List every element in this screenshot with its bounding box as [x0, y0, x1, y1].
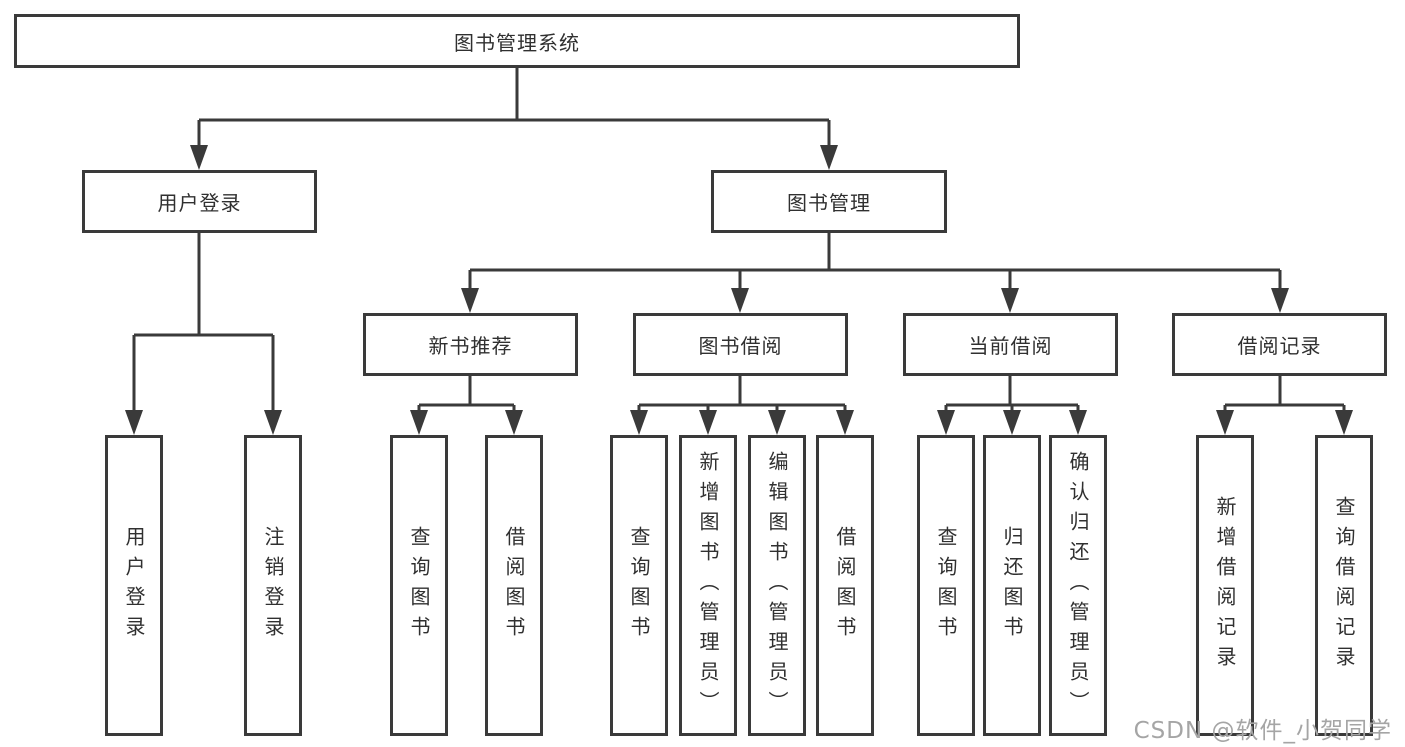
node-new-book-recommendation: 新书推荐 — [363, 313, 578, 376]
leaf-user-login: 用户登录 — [105, 435, 163, 736]
node-user-login: 用户登录 — [82, 170, 317, 233]
csdn-watermark: CSDN @软件_小贺同学 — [1133, 718, 1392, 744]
leaf-borrow-books-recommendation: 借阅图书 — [485, 435, 543, 736]
leaf-query-books-current: 查询图书 — [917, 435, 975, 736]
leaf-query-books-recommendation: 查询图书 — [390, 435, 448, 736]
node-book-borrowing: 图书借阅 — [633, 313, 848, 376]
node-book-management: 图书管理 — [711, 170, 947, 233]
leaf-query-borrow-record: 查询借阅记录 — [1315, 435, 1373, 736]
node-borrowing-records: 借阅记录 — [1172, 313, 1387, 376]
leaf-logout: 注销登录 — [244, 435, 302, 736]
leaf-add-book-admin: 新增图书（管理员） — [679, 435, 737, 736]
leaf-edit-book-admin: 编辑图书（管理员） — [748, 435, 806, 736]
leaf-return-books: 归还图书 — [983, 435, 1041, 736]
node-current-borrowing: 当前借阅 — [903, 313, 1118, 376]
leaf-confirm-return-admin: 确认归还（管理员） — [1049, 435, 1107, 736]
node-library-management-system: 图书管理系统 — [14, 14, 1020, 68]
leaf-borrow-books-borrowing: 借阅图书 — [816, 435, 874, 736]
leaf-add-borrow-record: 新增借阅记录 — [1196, 435, 1254, 736]
leaf-query-books-borrowing: 查询图书 — [610, 435, 668, 736]
